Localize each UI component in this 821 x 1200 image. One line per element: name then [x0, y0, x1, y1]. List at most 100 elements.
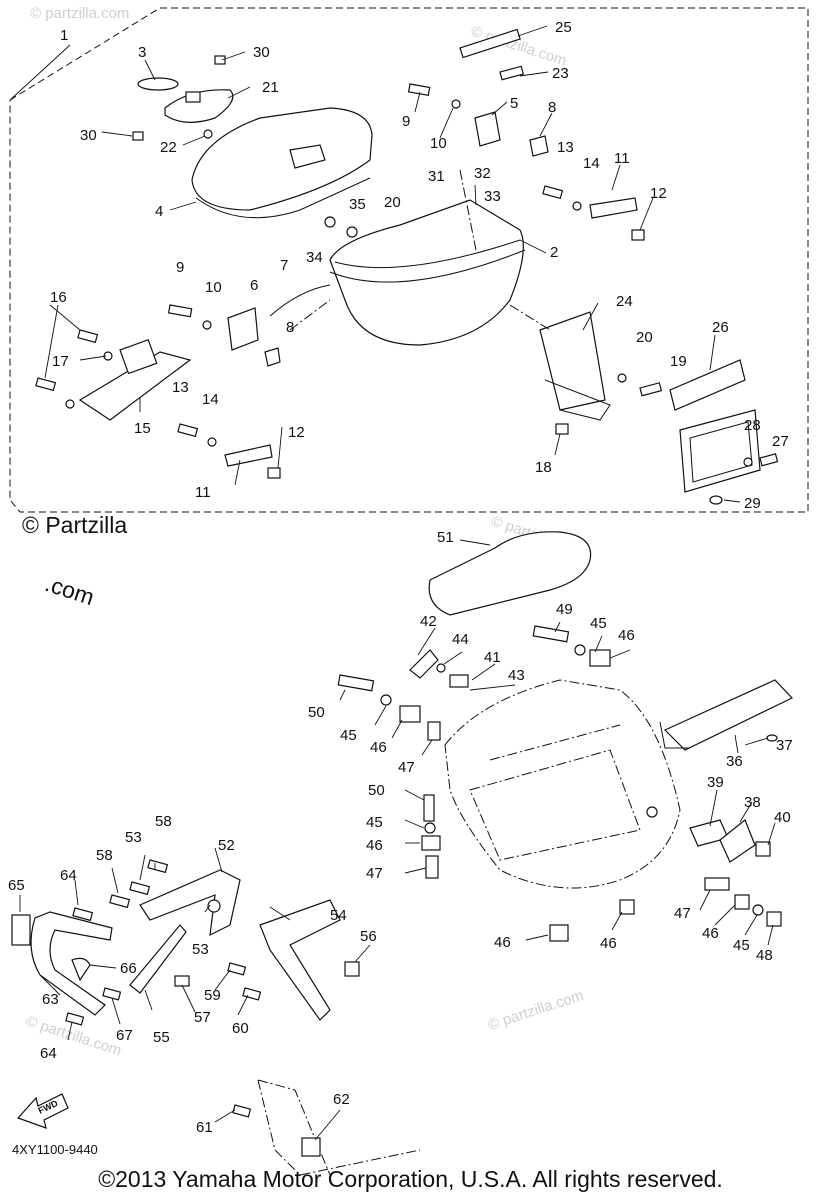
callout: 20: [384, 194, 401, 211]
callout: 8: [286, 319, 294, 336]
callout: 3: [138, 44, 146, 61]
mount-plate: [689, 819, 771, 863]
callout: 45: [590, 615, 607, 632]
callout: 55: [153, 1029, 170, 1046]
callout: 42: [420, 613, 437, 630]
callout: 63: [42, 991, 59, 1008]
lower-leader-lines: [19, 539, 776, 1141]
callout: 11: [195, 484, 211, 501]
watermark: © partzilla.com: [486, 987, 586, 1034]
callout: 10: [205, 279, 222, 296]
callout: 45: [340, 727, 357, 744]
callout: 48: [756, 947, 773, 964]
callout: 36: [726, 753, 743, 770]
callout: 12: [288, 424, 305, 441]
callout: 31: [428, 168, 445, 185]
callout: 20: [636, 329, 653, 346]
callout: 58: [96, 847, 113, 864]
callout: 51: [437, 529, 454, 546]
callout: 11: [614, 150, 630, 167]
callout: 35: [349, 196, 366, 213]
callout: 32: [474, 165, 491, 182]
callout: 45: [733, 937, 750, 954]
lock-plate: [132, 55, 234, 141]
mount-bracket: [35, 329, 192, 421]
copyright-footer: ©2013 Yamaha Motor Corporation, U.S.A. A…: [98, 1166, 723, 1192]
callout: 34: [306, 249, 323, 266]
callout: 6: [250, 277, 258, 294]
callout: 26: [712, 319, 729, 336]
callout: 45: [366, 814, 383, 831]
callout: 12: [650, 185, 667, 202]
callout: 67: [116, 1027, 133, 1044]
callout: 44: [452, 631, 469, 648]
callout: 5: [510, 95, 518, 112]
callout: 60: [232, 1020, 249, 1037]
callout: 46: [370, 739, 387, 756]
callout: 4: [155, 203, 163, 220]
lower-fasteners: [337, 625, 782, 942]
callout: 16: [50, 289, 67, 306]
callout: 25: [555, 19, 572, 36]
callout: 52: [218, 837, 235, 854]
callout: 62: [333, 1091, 350, 1108]
callout: 46: [618, 627, 635, 644]
callout: 7: [280, 257, 288, 274]
stay-brackets: [11, 869, 360, 1021]
callout: 47: [366, 865, 383, 882]
callout: 21: [262, 79, 279, 96]
callout: 64: [40, 1045, 57, 1062]
callout: 39: [707, 774, 724, 791]
callout: 30: [253, 44, 270, 61]
callout: 9: [402, 113, 410, 130]
hinge-brackets: [177, 185, 645, 479]
callout: 13: [172, 379, 189, 396]
watermark: © partzilla.com: [30, 5, 129, 22]
callout: 66: [120, 960, 137, 977]
callouts: 1 2 3 4 5 6 7 8 8 9 9 10 10 11 11 12 12 …: [8, 19, 793, 1136]
brand-watermark: © Partzilla: [22, 512, 128, 538]
leader-lines: [9, 25, 741, 503]
callout: 27: [772, 433, 789, 450]
callout: 56: [360, 928, 377, 945]
callout: 17: [52, 353, 69, 370]
callout: 59: [204, 987, 221, 1004]
callout: 49: [556, 601, 573, 618]
callout: 15: [134, 420, 151, 437]
callout: 23: [552, 65, 569, 82]
saddlebag-phantom: [444, 679, 681, 889]
callout: 50: [368, 782, 385, 799]
callout: 33: [484, 188, 501, 205]
callout: 29: [744, 495, 761, 512]
fwd-arrow: FWD: [16, 1093, 69, 1129]
callout: 47: [398, 759, 415, 776]
latch-parts: [167, 28, 549, 367]
callout: 46: [494, 934, 511, 951]
saddlebag-body: [324, 199, 526, 346]
callout: 30: [80, 127, 97, 144]
callout: 10: [430, 135, 447, 152]
callout: 28: [744, 417, 761, 434]
callout: 50: [308, 704, 325, 721]
callout: 46: [702, 925, 719, 942]
callout: 37: [776, 737, 793, 754]
catalog-code: 4XY1100-9440: [12, 1142, 98, 1157]
callout: 24: [616, 293, 633, 310]
callout: 18: [535, 459, 552, 476]
callout: 19: [670, 353, 687, 370]
callout: 22: [160, 139, 177, 156]
callout: 46: [600, 935, 617, 952]
callout: 40: [774, 809, 791, 826]
callout: 43: [508, 667, 525, 684]
callout: 9: [176, 259, 184, 276]
callout: 8: [548, 99, 556, 116]
callout: 1: [60, 27, 68, 44]
callout: 61: [196, 1119, 213, 1136]
support-frame: [539, 311, 779, 505]
callout: 47: [674, 905, 691, 922]
callout: 41: [484, 649, 501, 666]
callout: 53: [192, 941, 209, 958]
callout: 38: [744, 794, 761, 811]
callout: 14: [202, 391, 219, 408]
